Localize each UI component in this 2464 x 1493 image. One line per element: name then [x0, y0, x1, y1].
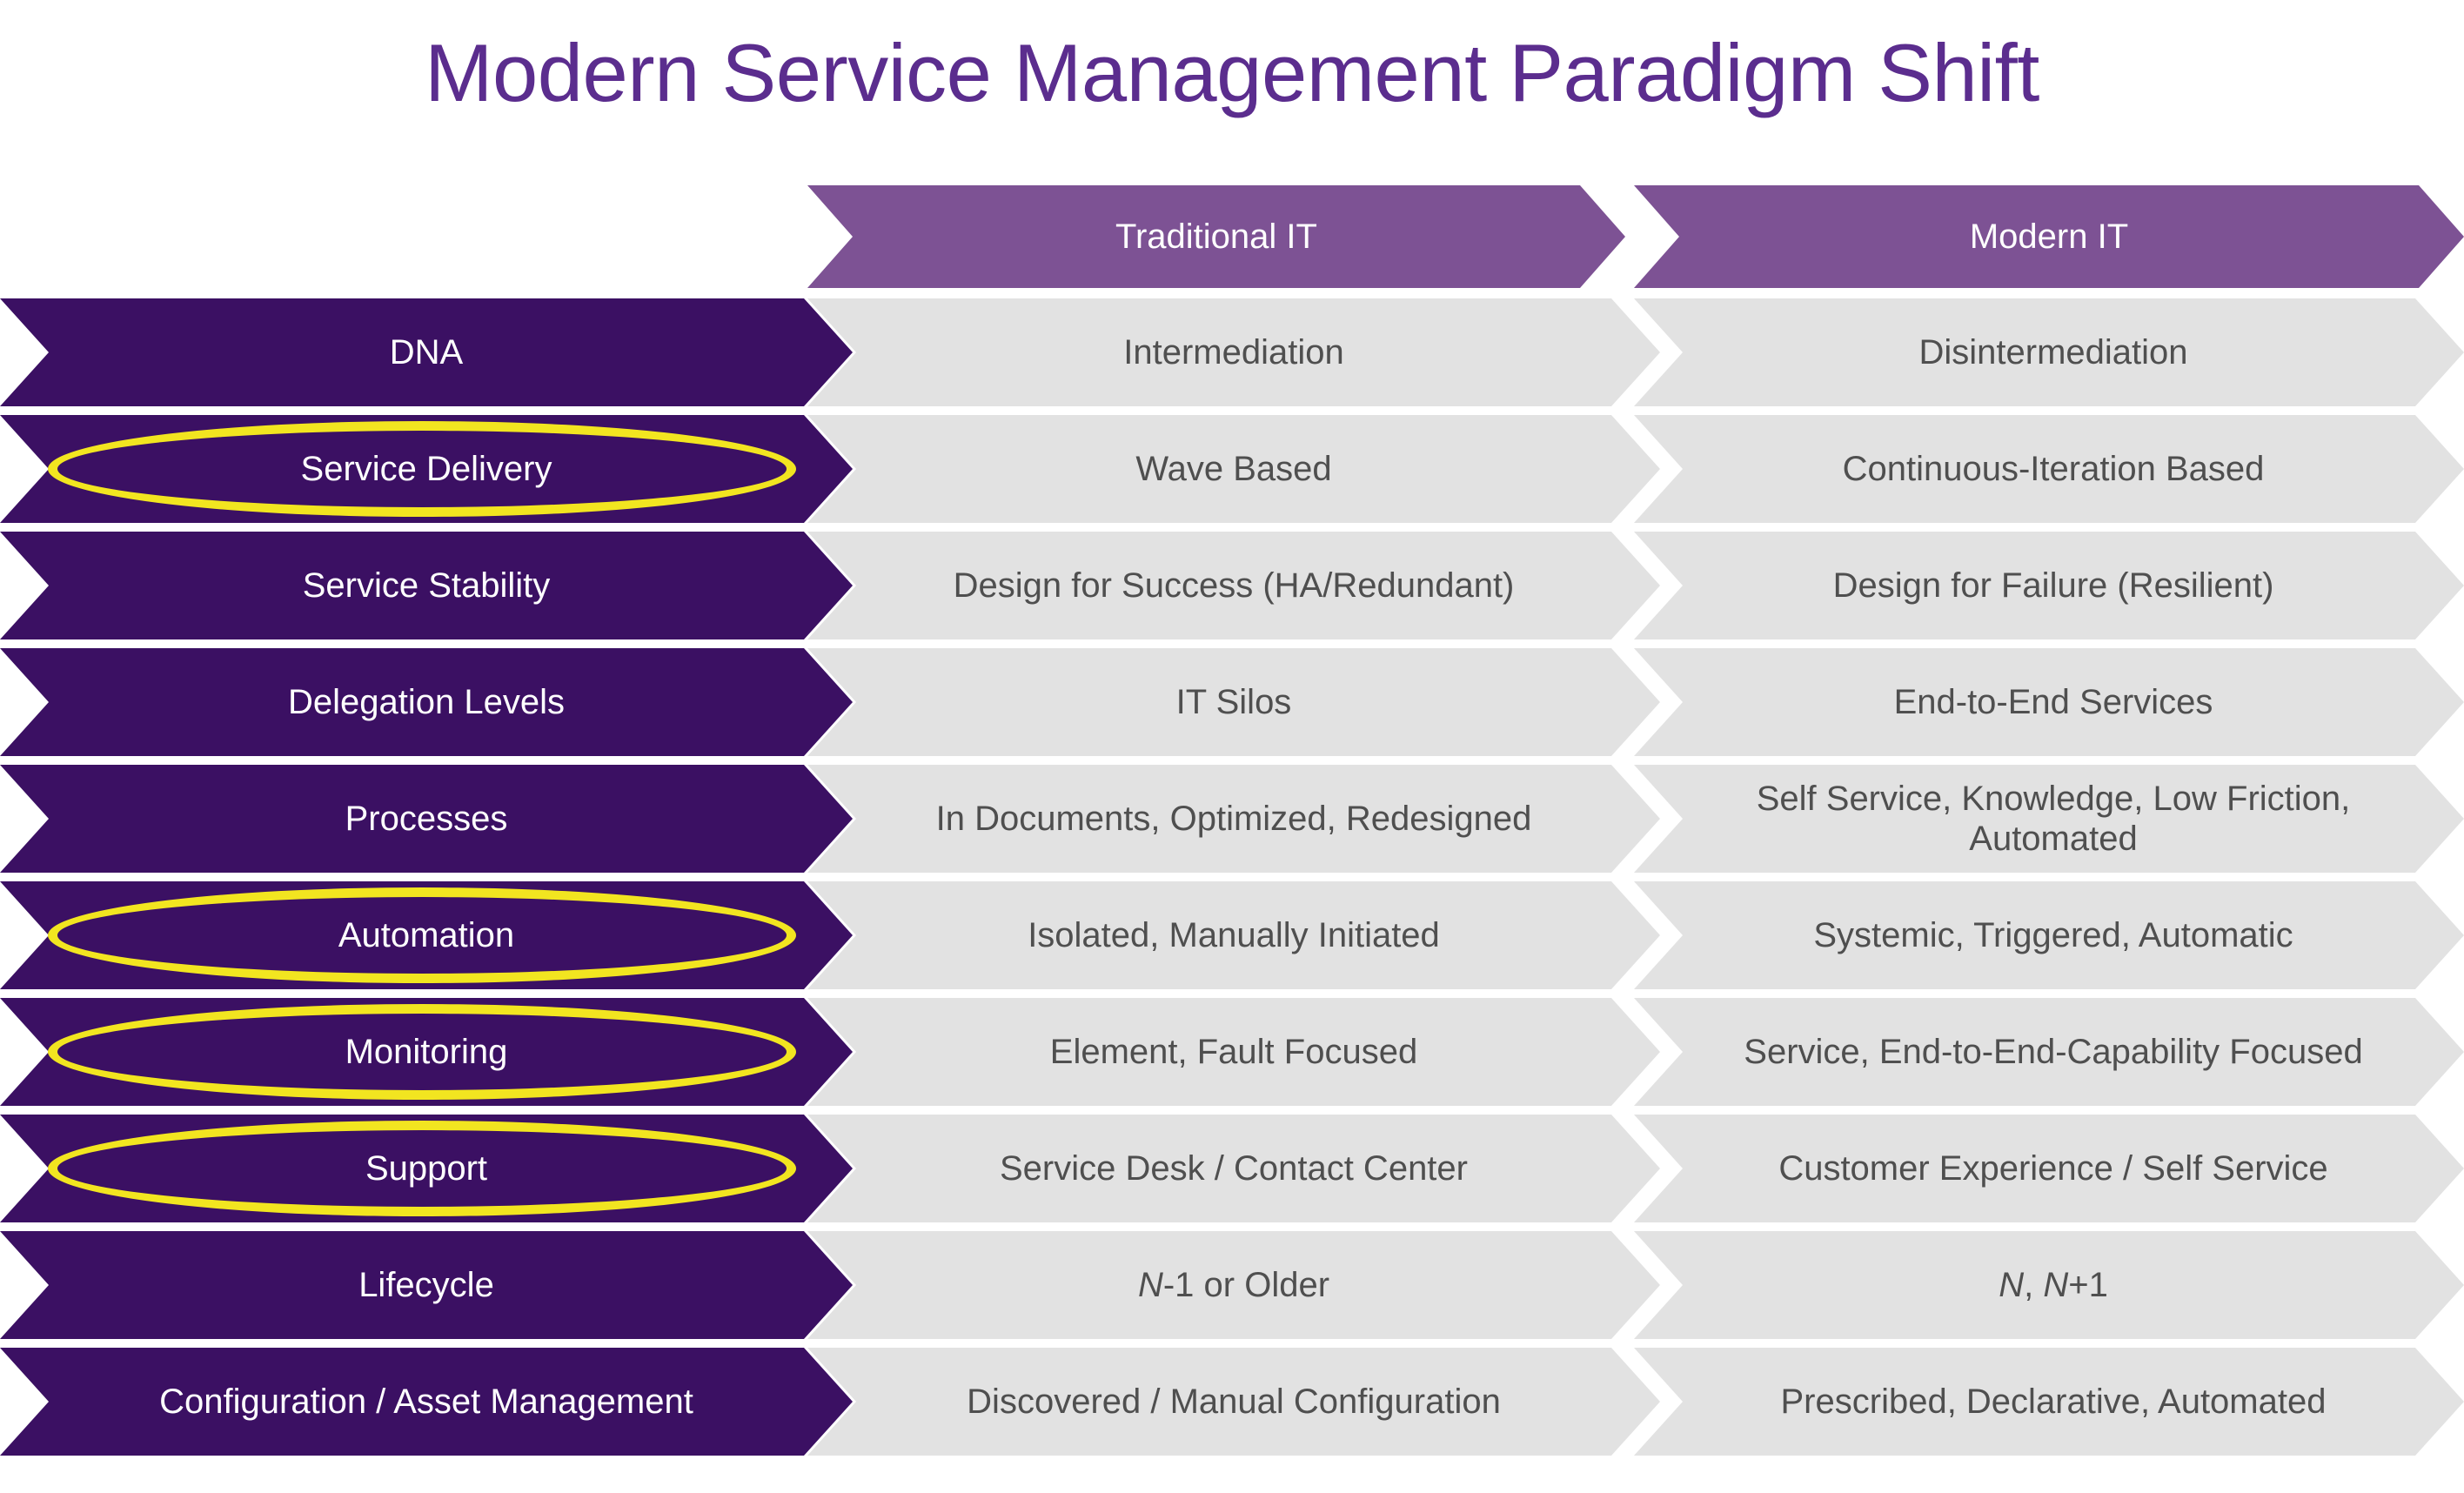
table-row: Automation Isolated, Manually Initiated Sy… — [0, 881, 2464, 989]
row-label-text: Monitoring — [345, 1033, 508, 1071]
table-row: Service Delivery Wave Based Continuous-Ite… — [0, 415, 2464, 523]
cell-modern: End-to-End Services — [1634, 648, 2464, 756]
cell-traditional-text: N-1 or Older — [1137, 1266, 1330, 1304]
cell-traditional: Service Desk / Contact Center — [807, 1115, 1660, 1222]
row-label-text: DNA — [389, 333, 464, 372]
paradigm-shift-comparison-diagram: Traditional IT Modern IT DNA Intermediati… — [0, 178, 2464, 1466]
cell-modern: N, N+1 — [1634, 1231, 2464, 1339]
row-label-dna: DNA — [0, 298, 853, 406]
table-header-row: Traditional IT Modern IT — [0, 178, 2464, 287]
cell-traditional-text: Isolated, Manually Initiated — [1028, 916, 1440, 954]
cell-traditional: Element, Fault Focused — [807, 998, 1660, 1106]
row-label-text: Lifecycle — [358, 1266, 494, 1304]
row-label-processes: Processes — [0, 765, 853, 873]
cell-modern: Customer Experience / Self Service — [1634, 1115, 2464, 1222]
cell-traditional: Design for Success (HA/Redundant) — [807, 532, 1660, 639]
row-label-configuration-asset-management: Configuration / Asset Management — [0, 1348, 853, 1456]
cell-traditional: Isolated, Manually Initiated — [807, 881, 1660, 989]
cell-modern: Continuous-Iteration Based — [1634, 415, 2464, 523]
column-header-modern-it-label: Modern IT — [1969, 217, 2129, 256]
row-label-delegation-levels: Delegation Levels — [0, 648, 853, 756]
cell-modern-text: Design for Failure (Resilient) — [1832, 566, 2274, 605]
row-label-text: Automation — [338, 916, 515, 954]
table-row: Lifecycle N-1 or Older N, N+1 — [0, 1231, 2464, 1339]
cell-traditional: N-1 or Older — [807, 1231, 1660, 1339]
cell-traditional: Wave Based — [807, 415, 1660, 523]
column-header-traditional-it-label: Traditional IT — [1115, 217, 1317, 256]
cell-traditional-text: Wave Based — [1135, 450, 1332, 488]
cell-traditional: Discovered / Manual Configuration — [807, 1348, 1660, 1456]
cell-traditional-text: IT Silos — [1175, 683, 1292, 721]
cell-traditional: Intermediation — [807, 298, 1660, 406]
cell-modern-text: Prescribed, Declarative, Automated — [1780, 1383, 2327, 1421]
row-label-text: Service Delivery — [300, 450, 552, 488]
cell-modern-text: End-to-End Services — [1893, 683, 2213, 721]
page-title: Modern Service Management Paradigm Shift — [425, 27, 2039, 118]
cell-traditional-text: Design for Success (HA/Redundant) — [953, 566, 1515, 605]
cell-modern-text: N, N+1 — [1999, 1266, 2108, 1304]
row-label-lifecycle: Lifecycle — [0, 1231, 853, 1339]
row-label-text: Configuration / Asset Management — [159, 1383, 693, 1421]
cell-traditional: IT Silos — [807, 648, 1660, 756]
row-label-service-delivery: Service Delivery — [0, 415, 853, 523]
cell-traditional-text: Intermediation — [1123, 333, 1344, 372]
table-row: Configuration / Asset Management Discover… — [0, 1348, 2464, 1456]
row-label-text: Delegation Levels — [288, 683, 565, 721]
table-row: Service Stability Design for Success (HA/… — [0, 532, 2464, 639]
table-row: Delegation Levels IT Silos End-to-End Serv… — [0, 648, 2464, 756]
cell-modern: Prescribed, Declarative, Automated — [1634, 1348, 2464, 1456]
cell-traditional-text: Element, Fault Focused — [1049, 1033, 1418, 1071]
cell-modern-text: Disintermediation — [1918, 333, 2188, 372]
row-label-support: Support — [0, 1115, 853, 1222]
cell-traditional: In Documents, Optimized, Redesigned — [807, 765, 1660, 873]
table-row: Support Service Desk / Contact Center Cust… — [0, 1115, 2464, 1222]
cell-traditional-text: Discovered / Manual Configuration — [967, 1383, 1501, 1421]
table-row: Monitoring Element, Fault Focused Service,… — [0, 998, 2464, 1106]
cell-modern-text: Continuous-Iteration Based — [1842, 450, 2265, 488]
row-label-automation: Automation — [0, 881, 853, 989]
cell-modern-text: Customer Experience / Self Service — [1778, 1149, 2328, 1188]
cell-modern: Systemic, Triggered, Automatic — [1634, 881, 2464, 989]
row-label-text: Support — [365, 1149, 488, 1188]
table-row: Processes In Documents, Optimized, Redesi… — [0, 765, 2464, 873]
cell-modern: Disintermediation — [1634, 298, 2464, 406]
cell-traditional-text: Service Desk / Contact Center — [1000, 1149, 1468, 1188]
table-row: DNA Intermediation Disintermediation — [0, 298, 2464, 406]
row-label-monitoring: Monitoring — [0, 998, 853, 1106]
cell-modern: Service, End-to-End-Capability Focused — [1634, 998, 2464, 1106]
row-label-text: Service Stability — [302, 566, 551, 605]
cell-modern-text: Self Service, Knowledge, Low Friction, A… — [1756, 780, 2351, 858]
cell-modern-text: Service, End-to-End-Capability Focused — [1744, 1033, 2363, 1071]
cell-traditional-text: In Documents, Optimized, Redesigned — [935, 800, 1532, 838]
row-label-text: Processes — [345, 800, 508, 838]
column-header-traditional-it: Traditional IT — [807, 185, 1625, 288]
column-header-modern-it: Modern IT — [1634, 185, 2464, 288]
cell-modern: Self Service, Knowledge, Low Friction, A… — [1634, 765, 2464, 873]
cell-modern: Design for Failure (Resilient) — [1634, 532, 2464, 639]
cell-modern-text: Systemic, Triggered, Automatic — [1813, 916, 2293, 954]
row-label-service-stability: Service Stability — [0, 532, 853, 639]
